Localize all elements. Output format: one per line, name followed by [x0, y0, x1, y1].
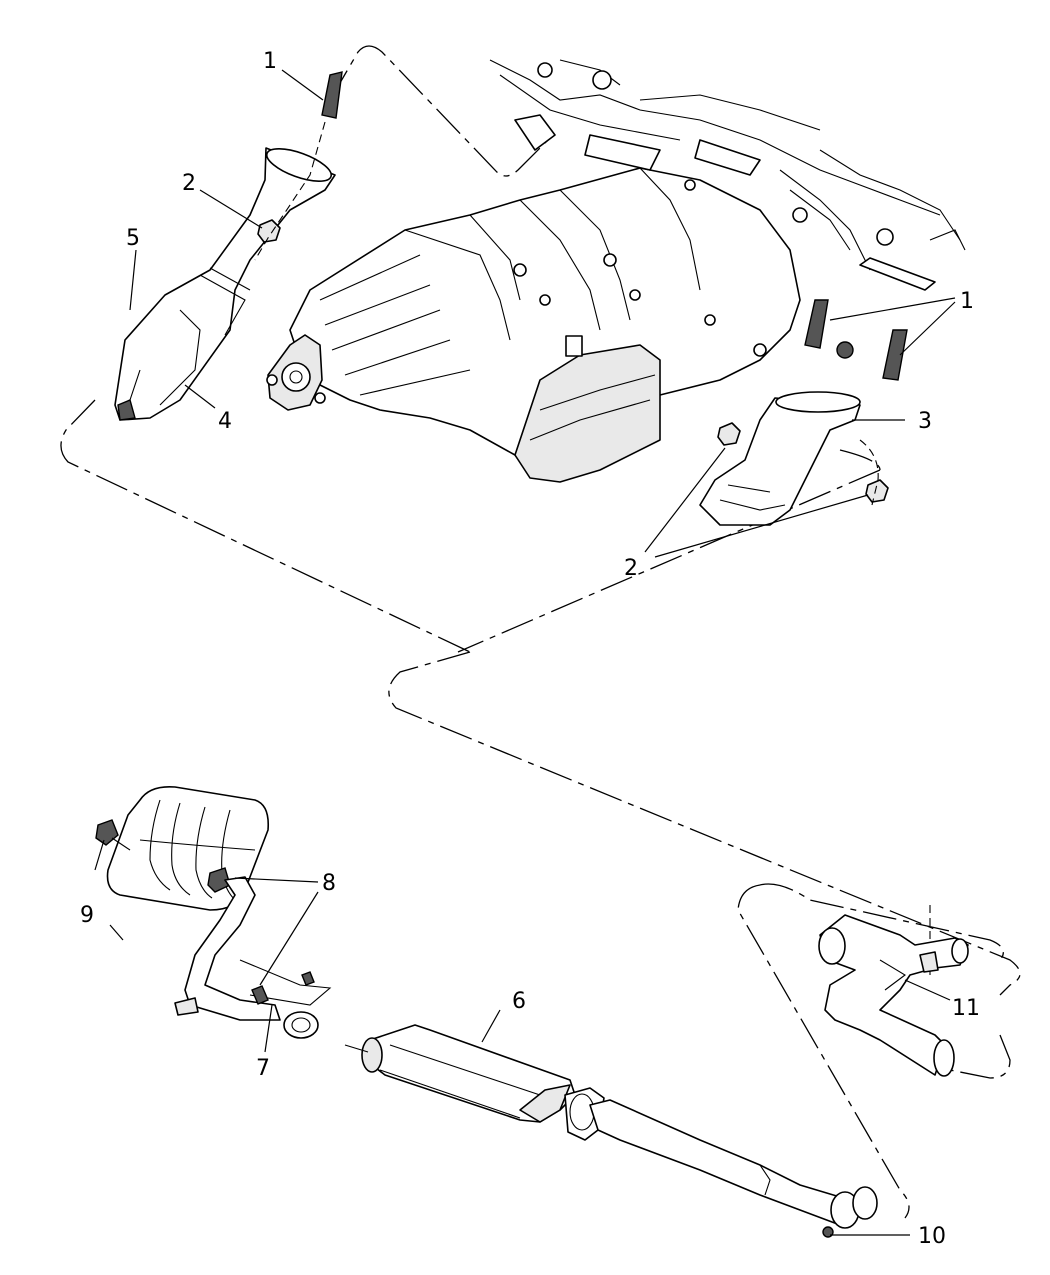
right-catalytic-converter — [699, 391, 861, 526]
callouts: 1 2 5 4 1 3 2 6 7 8 9 10 11 — [80, 49, 980, 1249]
y-pipe — [818, 914, 969, 1077]
callout-4-pipe: 4 — [218, 409, 232, 434]
callout-2-nuts-right: 2 — [624, 556, 638, 581]
nuts — [257, 219, 889, 503]
phantom-outlines — [60, 45, 1021, 1219]
callout-1-studs-right: 1 — [960, 289, 974, 314]
center-muffler — [344, 1024, 605, 1141]
left-catalytic-converter — [114, 147, 336, 421]
callout-9-isolator: 9 — [80, 903, 94, 928]
callout-10-clamp: 10 — [918, 1224, 946, 1249]
callout-1-stud-left: 1 — [263, 49, 277, 74]
studs — [321, 71, 908, 381]
callout-8-hanger: 8 — [322, 871, 336, 896]
callout-11-y-pipe: 11 — [952, 996, 980, 1021]
callout-3-pipe-right: 3 — [918, 409, 932, 434]
leader-lines — [94, 69, 956, 1236]
callout-7-bracket: 7 — [256, 1056, 270, 1081]
callout-2-nut-left: 2 — [182, 171, 196, 196]
tail-pipes-to-tips — [589, 1099, 878, 1238]
transmission-assembly — [266, 59, 966, 483]
tailpipe — [174, 876, 332, 1039]
callout-5-converter: 5 — [126, 226, 140, 251]
callout-6-muffler: 6 — [512, 989, 526, 1014]
